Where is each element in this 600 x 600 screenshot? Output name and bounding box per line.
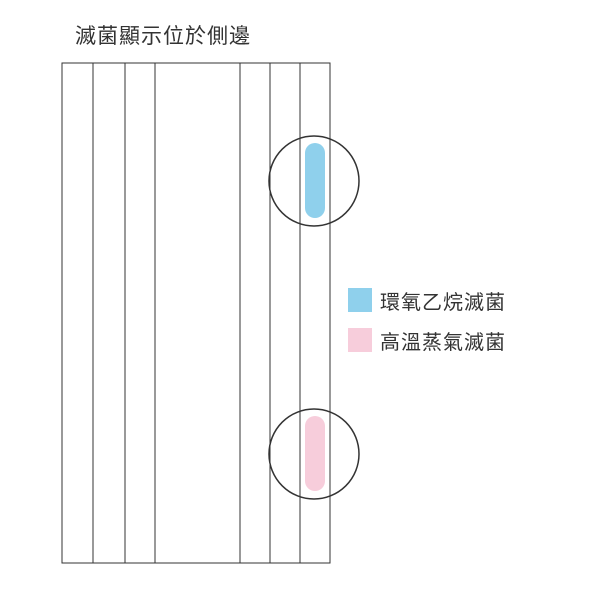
legend: 環氧乙烷滅菌 高溫蒸氣滅菌 (348, 284, 506, 364)
legend-label: 高溫蒸氣滅菌 (380, 329, 506, 354)
legend-swatch-blue (348, 288, 372, 312)
legend-swatch-pink (348, 328, 372, 352)
legend-label: 環氧乙烷滅菌 (380, 289, 506, 314)
mask-outline (61, 62, 331, 564)
legend-item-ethylene-oxide: 環氧乙烷滅菌 (348, 284, 506, 316)
pink-sterilization-mark (305, 416, 325, 491)
legend-item-steam: 高溫蒸氣滅菌 (348, 324, 506, 356)
top-highlight-circle (268, 135, 360, 227)
blue-sterilization-mark (305, 143, 325, 218)
bottom-highlight-circle (268, 408, 360, 500)
diagram-title: 滅菌顯示位於側邊 (75, 24, 251, 48)
